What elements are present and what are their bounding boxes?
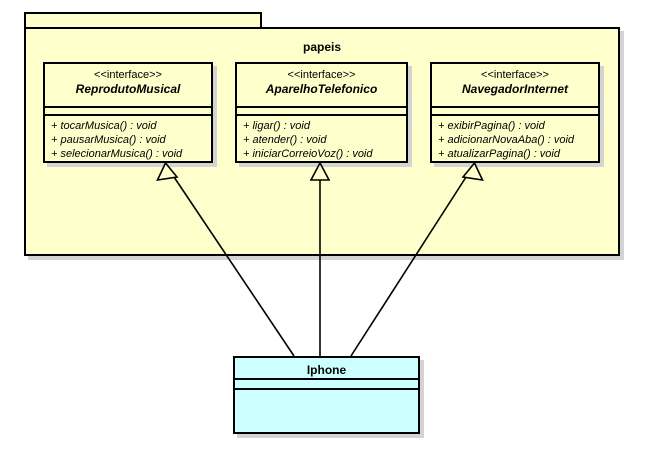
interface-attributes-compartment <box>237 108 406 116</box>
package-tab <box>24 12 262 27</box>
interface-name: ReprodutoMusical <box>75 82 181 96</box>
class-operations-compartment <box>235 390 418 430</box>
interface-name: AparelhoTelefonico <box>265 82 378 96</box>
interface-attributes-compartment <box>432 108 598 116</box>
interface-stereotype: <<interface>> <box>481 69 549 81</box>
interface-operations-compartment: + ligar() : void + atender() : void + in… <box>237 116 406 161</box>
interface-stereotype: <<interface>> <box>94 69 162 81</box>
class-iphone[interactable]: Iphone <box>233 356 420 434</box>
interface-name: NavegadorInternet <box>461 82 569 96</box>
operation-item: + exibirPagina() : void <box>438 120 545 132</box>
operation-item: + pausarMusica() : void <box>51 134 166 146</box>
operation-item: + atender() : void <box>243 134 327 146</box>
interface-reproduto-musical[interactable]: <<interface>> ReprodutoMusical + tocarMu… <box>43 62 213 163</box>
interface-operations-compartment: + tocarMusica() : void + pausarMusica() … <box>45 116 211 161</box>
interface-stereotype: <<interface>> <box>287 69 356 81</box>
interface-header: <<interface>> AparelhoTelefonico <box>237 64 406 108</box>
class-attributes-compartment <box>235 380 418 390</box>
operation-item: + iniciarCorreioVoz() : void <box>243 148 373 160</box>
operation-item: + atualizarPagina() : void <box>438 148 560 160</box>
interface-operations-compartment: + exibirPagina() : void + adicionarNovaA… <box>432 116 598 161</box>
interface-header: <<interface>> ReprodutoMusical <box>45 64 211 108</box>
interface-aparelho-telefonico[interactable]: <<interface>> AparelhoTelefonico + ligar… <box>235 62 408 163</box>
class-header: Iphone <box>235 358 418 380</box>
operation-item: + adicionarNovaAba() : void <box>438 134 575 146</box>
interface-navegador-internet[interactable]: <<interface>> NavegadorInternet + exibir… <box>430 62 600 163</box>
interface-attributes-compartment <box>45 108 211 116</box>
operation-item: + selecionarMusica() : void <box>51 148 183 160</box>
operation-item: + tocarMusica() : void <box>51 120 157 132</box>
operation-item: + ligar() : void <box>243 120 310 132</box>
class-name: Iphone <box>306 363 347 377</box>
package-label: papeis <box>302 40 341 54</box>
interface-header: <<interface>> NavegadorInternet <box>432 64 598 108</box>
